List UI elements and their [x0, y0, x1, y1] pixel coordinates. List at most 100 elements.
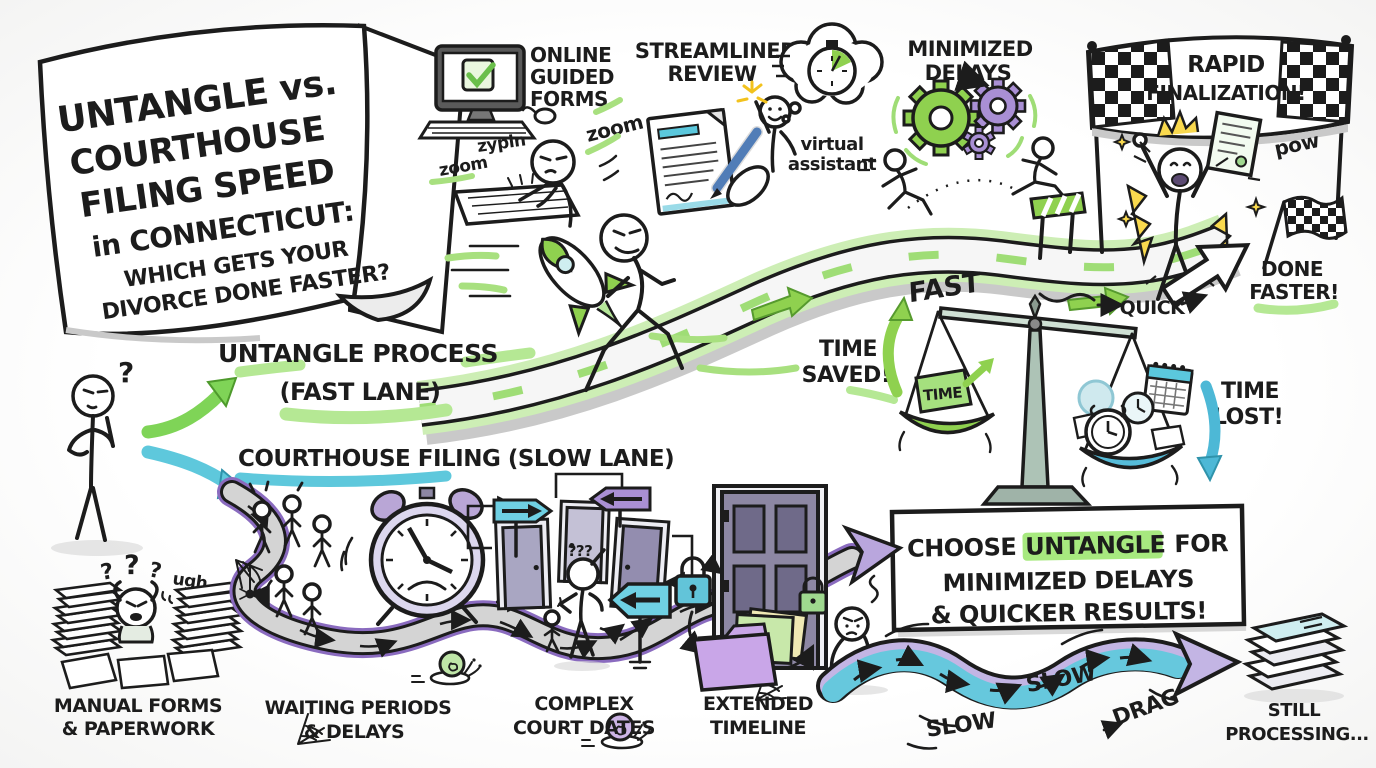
title-card: UNTANGLE vs. COURTHOUSE FILING SPEED in … — [37, 23, 467, 344]
queue-person — [248, 480, 332, 636]
rapid-line-1: RAPID — [1187, 52, 1265, 78]
manual-forms-line-1: MANUAL FORMS — [54, 695, 222, 717]
thought-bubble-stopwatch-icon — [772, 22, 884, 124]
case-folders-icon — [691, 607, 809, 692]
alarm-clock-small-icon — [1084, 404, 1132, 456]
scattered-papers-icon — [60, 648, 220, 690]
online-forms-line-1: ONLINE — [530, 43, 611, 67]
pen-hand-icon — [710, 126, 770, 207]
time-lost-2: LOST! — [1213, 405, 1283, 430]
rapid-line-2: FINALIZATION! — [1146, 81, 1305, 105]
typing-person — [452, 139, 581, 228]
rocket-jetpack-icon — [538, 236, 637, 338]
q-mark-3: ? — [147, 557, 163, 583]
runner-2 — [1011, 136, 1067, 200]
decision-person: ? — [51, 356, 251, 556]
lane-labels: UNTANGLE PROCESS (FAST LANE) COURTHOUSE … — [218, 339, 675, 488]
sign-left-teal-icon — [607, 582, 672, 670]
confused-q-marks: ??? — [568, 542, 593, 560]
time-weight-label: TIME — [922, 383, 963, 404]
processing-stack-icon — [1241, 612, 1349, 691]
tiny-impatient-person — [543, 597, 562, 653]
online-guided-forms: ONLINE GUIDED FORMS zypin zoom zoom — [417, 43, 645, 228]
sign-left-purple-icon — [588, 486, 652, 528]
runner-1 — [858, 148, 933, 216]
q-mark-1: ? — [99, 559, 115, 586]
time-lost-arrow-icon — [1196, 380, 1223, 483]
fast-lane-sublabel: (FAST LANE) — [279, 378, 440, 406]
slow-flow-arrow: SLOW SLOW DRAG — [816, 622, 1243, 750]
done-faster-1: DONE — [1261, 257, 1323, 281]
streamlined-line-1: STREAMLINED — [635, 39, 797, 63]
complex-court-dates: ??? COMPLEX COURT DATES — [466, 472, 694, 739]
online-forms-line-2: GUIDED — [530, 65, 614, 89]
streamlined-review: STREAMLINED REVIEW virtua — [635, 22, 884, 216]
assistant-label-1: virtual — [800, 134, 863, 155]
teal-padlock-icon — [674, 553, 724, 607]
sparkle-icon — [736, 80, 768, 104]
signed-document-icon — [646, 107, 737, 216]
green-gear-icon — [902, 79, 980, 157]
time-saved-arrow-icon — [882, 295, 914, 398]
checkered-flag-icon — [1262, 195, 1348, 270]
spider-web-icon — [235, 559, 787, 745]
checkered-banner-end-icon — [1088, 38, 1352, 129]
q-mark-2: ? — [124, 550, 139, 581]
snail-2-icon — [581, 712, 652, 750]
choose-line-2: MINIMIZED DELAYS — [942, 565, 1194, 597]
done-faster-2: FASTER! — [1249, 280, 1339, 304]
virtual-assistant-person — [736, 80, 797, 173]
done-faster-arrow-icon — [1160, 242, 1251, 308]
court-line-1: COMPLEX — [534, 693, 634, 715]
streamlined-line-2: REVIEW — [667, 62, 756, 86]
fast-branch-arrow-icon — [141, 376, 238, 439]
extended-line-2: TIMELINE — [710, 717, 806, 739]
fast-lane-label: UNTANGLE PROCESS — [218, 339, 498, 368]
processing-line-2: PROCESSING... — [1225, 724, 1369, 745]
choose-highlight: UNTANGLE — [1025, 530, 1166, 560]
court-line-2: COURT DATES — [513, 717, 655, 739]
slow-word-1: SLOW — [925, 708, 998, 743]
confused-person — [554, 548, 610, 671]
minimized-delays: MINIMIZED DELAYS — [858, 37, 1087, 260]
alarm-clock-icon — [340, 486, 516, 626]
hurdle-icon — [1029, 191, 1087, 260]
computer-icon — [417, 44, 557, 140]
still-processing: STILL PROCESSING... — [1225, 612, 1369, 745]
purple-gear-icon — [969, 77, 1027, 135]
quick-label: QUICK — [1120, 297, 1187, 319]
choose-line-3: & QUICKER RESULTS! — [930, 597, 1207, 630]
small-gear-icon — [962, 126, 996, 160]
rocket-runner — [444, 213, 800, 392]
waiting-line-1: WAITING PERIODS — [265, 697, 452, 719]
snail-icon — [411, 650, 482, 686]
extended-line-1: EXTENDED — [703, 693, 813, 715]
paper-stack-left-icon — [49, 581, 127, 657]
online-forms-line-3: FORMS — [530, 87, 608, 111]
balance-scale: TIME TIME SAVED! TIME — [802, 293, 1284, 506]
minimized-line-1: MINIMIZED — [907, 37, 1032, 61]
celebrating-person — [1112, 108, 1268, 301]
time-saved-1: TIME — [819, 337, 877, 362]
manual-forms-line-2: & PAPERWORK — [62, 718, 216, 740]
waiting-line-2: & DELAYS — [304, 721, 404, 743]
court-door-1-icon — [493, 517, 553, 611]
green-padlock-icon — [798, 576, 828, 615]
time-saved-pan: TIME — [898, 310, 996, 454]
slow-lane-label: COURTHOUSE FILING (SLOW LANE) — [238, 446, 674, 472]
spider-icon — [239, 588, 261, 600]
decree-document-icon — [1205, 110, 1263, 178]
processing-line-1: STILL — [1268, 700, 1320, 721]
decision-question-mark: ? — [118, 356, 134, 389]
rapid-finalization: RAPID FINALIZATION! pow DONE FASTER! QUI… — [1038, 35, 1355, 319]
choose-pre: CHOOSE — [907, 533, 1017, 563]
stressed-person — [113, 580, 159, 644]
manual-forms: ? ? ? ugh. MANUAL FORMS & PAPERWORK — [49, 550, 247, 740]
assistant-label-2: assistant — [788, 154, 877, 175]
time-lost-pan — [1072, 332, 1194, 488]
calendar-icon — [1142, 361, 1194, 416]
